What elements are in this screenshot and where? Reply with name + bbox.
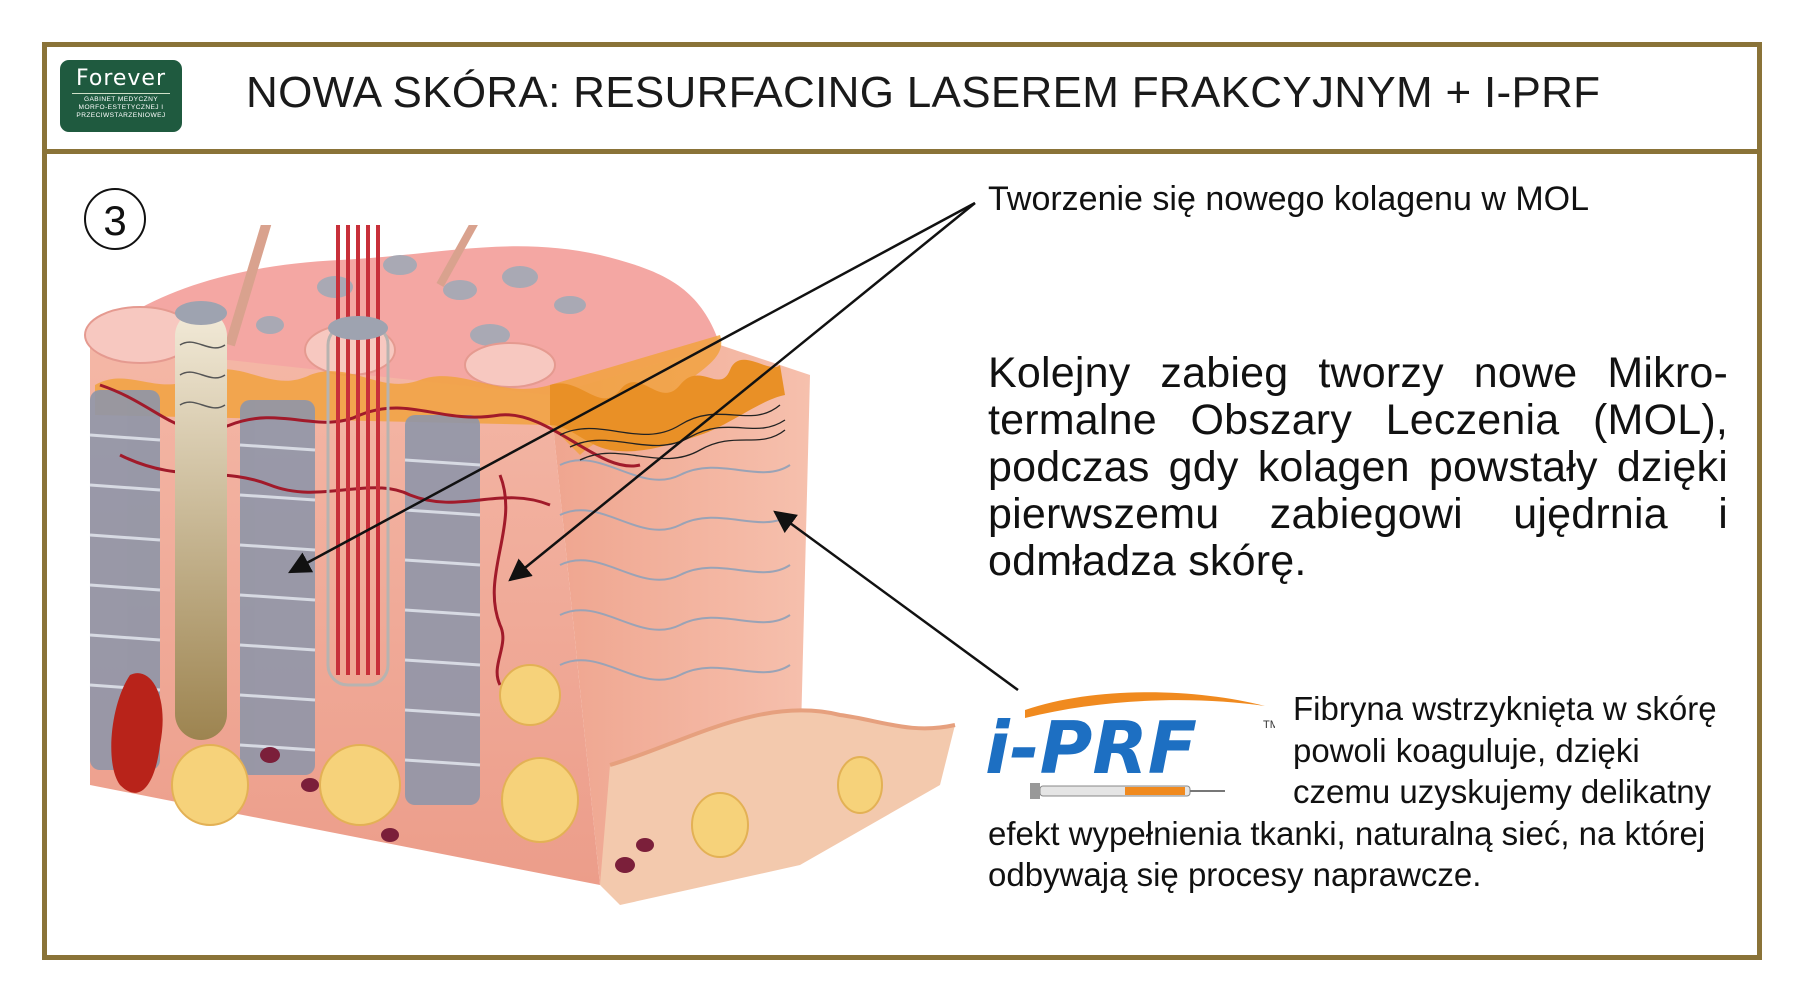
- logo-name: Forever: [75, 66, 167, 91]
- iprf-logo-text: i-PRF: [985, 706, 1197, 790]
- skin-pores: [256, 255, 586, 346]
- forever-logo: Forever GABINET MEDYCZNY MORFO-ESTETYCZN…: [60, 60, 182, 132]
- main-description: Kolejny zabieg tworzy nowe Mikro-termaln…: [988, 349, 1728, 585]
- header-bar: [42, 42, 1762, 154]
- arrow-to-left-mol: [288, 201, 976, 574]
- syringe-icon: [1030, 783, 1225, 799]
- hair-follicle: [111, 225, 478, 793]
- logo-divider: [72, 93, 170, 94]
- fibrin-network: [559, 404, 786, 461]
- skin-cross-section-illustration: [84, 225, 956, 905]
- iprf-description-text: Fibryna wstrzyknięta w skórę powoli koag…: [988, 690, 1717, 893]
- logo-subtitle-1: GABINET MEDYCZNY: [83, 96, 159, 103]
- arrow-to-fibrin: [773, 510, 1019, 692]
- treated-column: [175, 301, 227, 740]
- callout-new-collagen: Tworzenie się nowego kolagenu w MOL: [988, 180, 1589, 218]
- iprf-logo: i-PRF TM: [985, 692, 1275, 799]
- laser-column-fresh: [326, 316, 390, 687]
- side-epidermis-wave: [550, 359, 785, 452]
- diagram-frame: [42, 42, 1762, 960]
- logo-subtitle-3: PRZECIWSTARZENIOWEJ: [76, 112, 166, 119]
- blood-cells: [260, 747, 654, 873]
- page-title: NOWA SKÓRA: RESURFACING LASEREM FRAKCYJN…: [246, 68, 1601, 117]
- laser-beam: [336, 225, 380, 675]
- logo-subtitle-2: MORFO-ESTETYCZNEJ I: [78, 104, 164, 111]
- arrow-to-right-mol: [508, 202, 976, 582]
- iprf-description: Fibryna wstrzyknięta w skórę powoli koag…: [988, 688, 1728, 896]
- iprf-trademark: TM: [1263, 719, 1275, 731]
- iprf-logo-spacer: [988, 688, 1293, 810]
- iprf-swoosh: [1025, 692, 1265, 718]
- step-number-badge: 3: [84, 188, 146, 250]
- fat-cells: [171, 664, 883, 858]
